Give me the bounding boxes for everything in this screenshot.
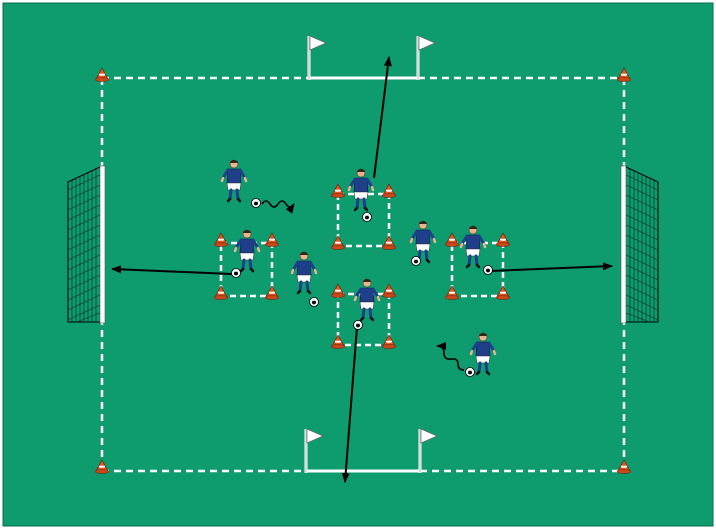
- ball-icon: [310, 298, 319, 307]
- ball-icon: [484, 266, 493, 275]
- ball-icon: [363, 213, 372, 222]
- grass-field: [3, 3, 713, 526]
- ball-icon: [232, 269, 241, 278]
- ball-icon: [252, 199, 261, 208]
- ball-icon: [466, 368, 475, 377]
- ball-icon: [354, 321, 363, 330]
- ball-icon: [412, 257, 421, 266]
